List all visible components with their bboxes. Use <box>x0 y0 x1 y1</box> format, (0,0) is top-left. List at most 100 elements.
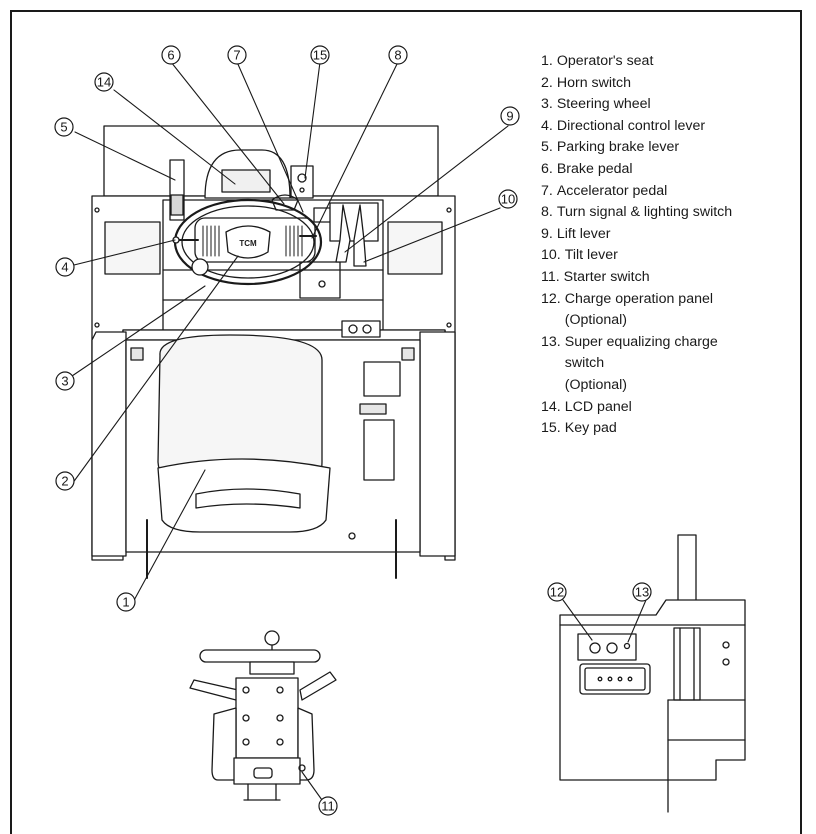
legend-item: 5.Parking brake lever <box>541 137 801 159</box>
column-shroud <box>211 707 237 781</box>
legend-item: 00.(Optional) <box>541 375 801 397</box>
svg-text:15: 15 <box>313 48 327 63</box>
column-clamp <box>253 767 273 779</box>
body-bolt <box>446 207 452 213</box>
right-stalk <box>299 671 337 701</box>
corner-plate <box>401 347 415 361</box>
callout-2: 2 <box>55 471 75 491</box>
svg-text:9: 9 <box>506 109 513 124</box>
legend-text: switch <box>564 355 605 372</box>
key-pad-button <box>297 173 307 183</box>
legend-text: Turn signal & lighting switch <box>556 204 733 221</box>
legend-item: 10.Tilt lever <box>541 245 801 267</box>
right-side-panel <box>387 221 443 275</box>
legend-item: 8.Turn signal & lighting switch <box>541 202 801 224</box>
legend-item: 2.Horn switch <box>541 73 801 95</box>
legend-text: (Optional) <box>564 376 628 393</box>
charge-panel-plate <box>341 320 381 338</box>
lever-housing <box>329 202 379 242</box>
callout-5: 5 <box>54 117 74 137</box>
legend-text: Operator's seat <box>556 53 654 69</box>
legend-number: 9. <box>541 225 553 242</box>
legend-item: 00.(Optional) <box>541 310 801 332</box>
seat-cushion <box>157 458 331 533</box>
legend-item: 00.switch <box>541 353 801 375</box>
legend-item: 13.Super equalizing charge <box>541 332 801 354</box>
legend-text: Lift lever <box>556 225 611 242</box>
rear-vent <box>363 419 395 481</box>
legend-number: 11. <box>541 268 560 285</box>
callout-14: 14 <box>94 72 114 92</box>
legend-text: Brake pedal <box>556 160 633 177</box>
steering-knob <box>191 258 209 276</box>
legend-number: 14. <box>541 398 561 415</box>
legend-text: Accelerator pedal <box>556 182 668 199</box>
callout-7: 7 <box>227 45 247 65</box>
legend-item: 6.Brake pedal <box>541 159 801 181</box>
legend-number: 6. <box>541 160 553 177</box>
legend-text: Horn switch <box>556 74 631 91</box>
rear-body <box>91 331 127 557</box>
charge-panel-view <box>559 534 746 813</box>
horn-switch <box>225 225 271 259</box>
charge-connector <box>579 663 651 695</box>
tilt-lever <box>353 204 367 267</box>
legend-number: 5. <box>541 139 553 156</box>
callout-3: 3 <box>55 371 75 391</box>
svg-text:14: 14 <box>97 75 111 90</box>
rear-body-right <box>419 331 456 557</box>
mast-channel <box>673 627 701 701</box>
starter-switch <box>298 764 306 772</box>
callout-6: 6 <box>161 45 181 65</box>
legend-text: Tilt lever <box>564 247 618 264</box>
dash-box <box>299 261 341 299</box>
svg-text:5: 5 <box>60 120 67 135</box>
svg-text:3: 3 <box>61 374 68 389</box>
svg-text:1: 1 <box>122 595 129 610</box>
legend-number: 3. <box>541 96 553 113</box>
legend-number: 2. <box>541 74 553 91</box>
legend-item: 14.LCD panel <box>541 397 801 419</box>
legend-text: Starter switch <box>563 268 650 285</box>
main-view: TCM <box>91 125 456 579</box>
legend-item: 4.Directional control lever <box>541 116 801 138</box>
svg-text:6: 6 <box>167 48 174 63</box>
legend-item: 1.Operator's seat <box>541 51 801 73</box>
callout-8: 8 <box>388 45 408 65</box>
callout-10: 10 <box>498 189 518 209</box>
left-stalk <box>189 679 239 701</box>
callout-4: 4 <box>55 257 75 277</box>
seat-cushion-inner <box>195 488 301 509</box>
column-foot <box>233 757 301 785</box>
legend-number: 4. <box>541 117 553 134</box>
callout-12: 12 <box>547 582 567 602</box>
callout-9: 9 <box>500 106 520 126</box>
column-shroud <box>297 707 315 781</box>
steering-column-view <box>189 630 337 801</box>
legend-text: LCD panel <box>564 398 632 415</box>
callouts: 1 2 3 4 5 6 7 8 9 10 11 12 13 14 15 <box>54 45 652 816</box>
body-bolt <box>94 322 100 328</box>
svg-text:7: 7 <box>233 48 240 63</box>
steering-ribs <box>202 225 303 257</box>
lift-lever <box>335 204 351 263</box>
callout-1: 1 <box>116 592 136 612</box>
svg-text:8: 8 <box>394 48 401 63</box>
key-pad-button <box>299 187 305 193</box>
svg-text:11: 11 <box>321 799 335 814</box>
svg-text:2: 2 <box>61 474 68 489</box>
legend-number: 7. <box>541 182 553 199</box>
legend-item: 9.Lift lever <box>541 224 801 246</box>
column-wheel <box>199 649 321 663</box>
lcd-screen <box>221 169 271 193</box>
body-bolt <box>94 207 100 213</box>
legend-number: 12. <box>541 290 561 307</box>
legend-text: (Optional) <box>564 312 628 329</box>
legend-text: Parking brake lever <box>556 139 680 156</box>
callout-15: 15 <box>310 45 330 65</box>
corner-plate <box>130 347 144 361</box>
svg-text:4: 4 <box>61 260 68 275</box>
legend-item: 12.Charge operation panel <box>541 289 801 311</box>
